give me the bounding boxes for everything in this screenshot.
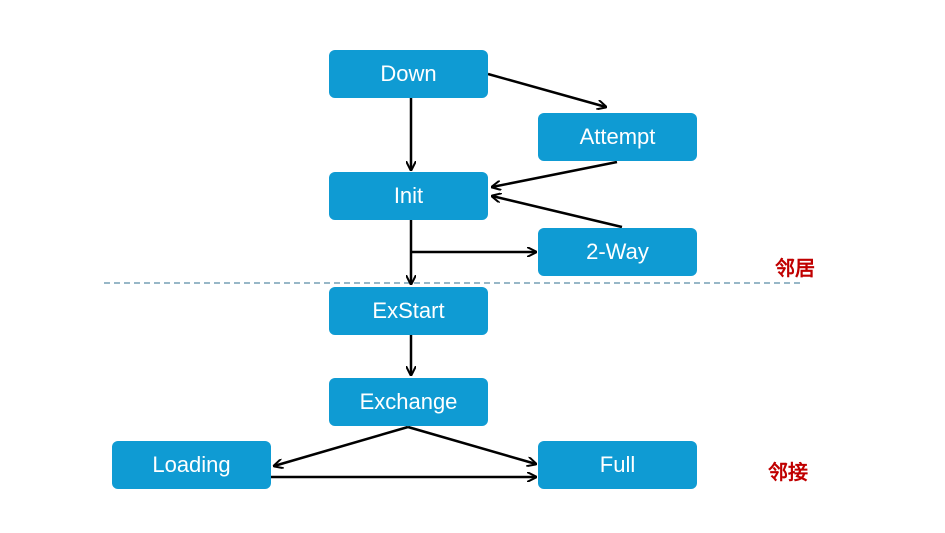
state-exstart: ExStart (329, 287, 488, 335)
state-exchange: Exchange (329, 378, 488, 426)
state-full: Full (538, 441, 697, 489)
state-down: Down (329, 50, 488, 98)
state-exstart-label: ExStart (372, 298, 445, 323)
arrow-exchange-to-full (407, 425, 536, 464)
state-attempt: Attempt (538, 113, 697, 161)
state-two-way-label: 2-Way (586, 239, 649, 264)
state-full-label: Full (599, 452, 636, 477)
arrow-twoway-to-init (492, 196, 623, 229)
state-two-way: 2-Way (538, 228, 697, 276)
state-down-label: Down (380, 61, 437, 86)
neighbor-label: 邻居 (775, 256, 815, 280)
arrow-down-to-attempt (487, 72, 606, 107)
state-attempt-label: Attempt (579, 124, 656, 149)
state-exchange-label: Exchange (359, 389, 458, 414)
arrow-exchange-to-loading (274, 425, 409, 466)
state-loading: Loading (112, 441, 271, 489)
arrow-attempt-to-init (492, 160, 618, 187)
state-loading-label: Loading (152, 452, 231, 477)
state-init: Init (329, 172, 488, 220)
state-init-label: Init (393, 183, 424, 208)
adjacency-label: 邻接 (768, 460, 808, 484)
